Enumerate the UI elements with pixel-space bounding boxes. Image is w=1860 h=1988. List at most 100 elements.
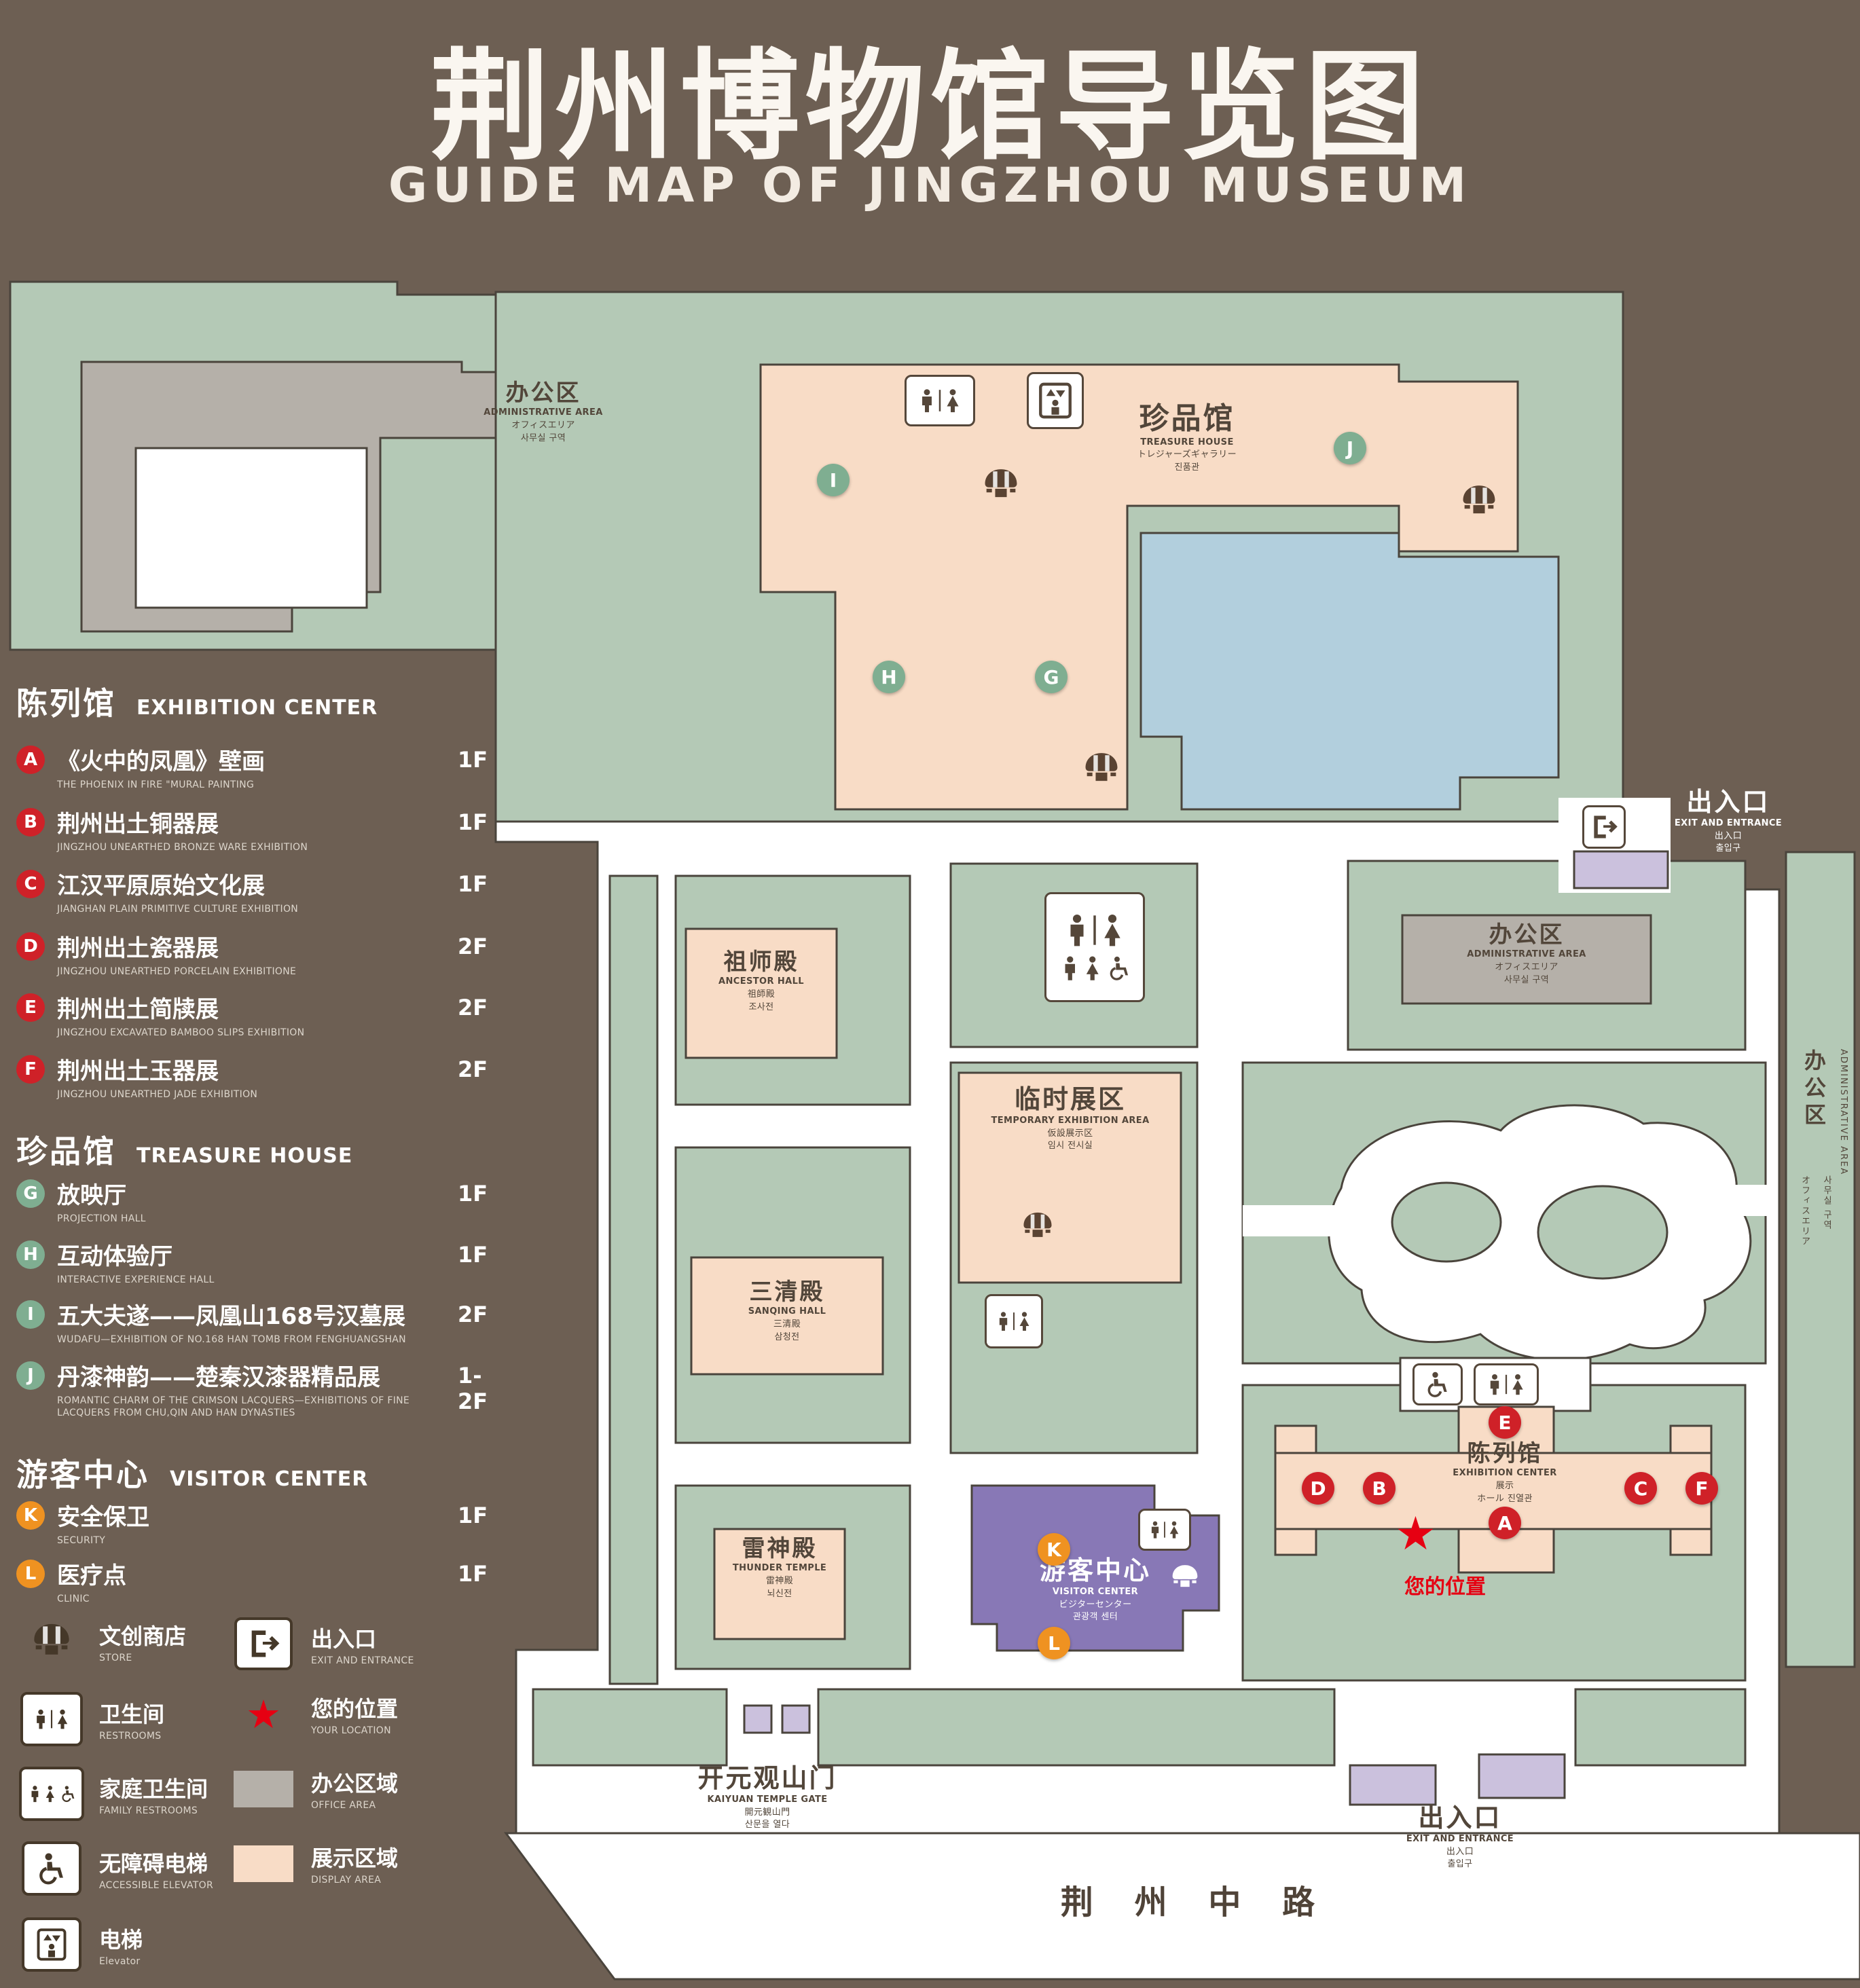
heading-en: VISITOR CENTER <box>170 1467 369 1491</box>
item-zh: 放映厅 <box>57 1182 126 1209</box>
marker-badge-c: C <box>16 870 45 898</box>
legend-item-e: E 荆州出土简牍展 JINGZHOU EXCAVATED BAMBOO SLIP… <box>16 991 492 1039</box>
item-floor: 2F <box>458 1056 488 1082</box>
map-marker-j: J <box>1334 432 1366 464</box>
item-en: JINGZHOU UNEARTHED PORCELAIN EXHIBITIONE <box>57 966 297 977</box>
store-icon <box>19 1617 84 1665</box>
symbol-en: FAMILY RESTROOMS <box>99 1805 198 1816</box>
ancestor-hall-building <box>685 927 838 1059</box>
restroom-icon <box>1138 1509 1191 1551</box>
map-label-visitor-center: 游客中心 VISITOR CENTER ビジターセンター 관광객 센터 <box>1039 1556 1152 1623</box>
legend-item-a: A 《火中的凤凰》壁画 THE PHOENIX IN FIRE "MURAL P… <box>16 743 492 791</box>
sanqing-hall-building <box>690 1256 884 1376</box>
map-label-thunder-temple: 雷神殿 THUNDER TEMPLE 雷神殿 뇌신전 <box>732 1535 827 1599</box>
item-en: WUDAFU—EXHIBITION OF NO.168 HAN TOMB FRO… <box>57 1334 406 1345</box>
map-marker-d: D <box>1302 1472 1334 1505</box>
item-en: ROMANTIC CHARM OF THE CRIMSON LACQUERS—E… <box>57 1395 410 1419</box>
symbol-zh: 出入口 <box>311 1625 377 1652</box>
marker-badge-d: D <box>16 932 45 961</box>
item-en: CLINIC <box>57 1594 90 1604</box>
gate-pillar-2 <box>781 1704 811 1734</box>
map-marker-c: C <box>1624 1472 1657 1505</box>
garden-path-east <box>1728 1185 1768 1216</box>
legend-item-c: C 江汉平原原始文化展 JIANGHAN PLAIN PRIMITIVE CUL… <box>16 867 492 915</box>
store-icon <box>1077 747 1126 790</box>
item-floor: 1F <box>458 747 488 773</box>
temporary-exhibition-building <box>958 1071 1182 1284</box>
map-label-ancestor-hall: 祖师殿 ANCESTOR HALL 祖師殿 조사전 <box>718 949 804 1012</box>
store-icon <box>1016 1207 1059 1245</box>
symbol-zh: 展示区域 <box>311 1845 399 1871</box>
south-lawn-center <box>817 1688 1336 1767</box>
marker-badge-f: F <box>16 1055 45 1084</box>
marker-badge-g: G <box>16 1179 45 1208</box>
store-icon <box>1455 479 1503 523</box>
heading-en: EXHIBITION CENTER <box>136 696 378 720</box>
symbol-zh: 文创商店 <box>99 1623 187 1649</box>
accessible-elevator-icon <box>22 1841 81 1896</box>
legend-item-d: D 荆州出土瓷器展 JINGZHOU UNEARTHED PORCELAIN E… <box>16 929 492 978</box>
nw-courtyard <box>134 447 368 609</box>
map-marker-g: G <box>1035 661 1068 693</box>
legend-symbol-exit: 出入口 EXIT AND ENTRANCE <box>231 1617 414 1670</box>
gate-pillar-1 <box>743 1704 773 1734</box>
page-subtitle: GUIDE MAP OF JINGZHOU MUSEUM <box>388 158 1472 213</box>
symbol-zh: 家庭卫生间 <box>99 1775 208 1802</box>
legend-item-g: G 放映厅 PROJECTION HALL 1F <box>16 1177 492 1225</box>
marker-badge-k: K <box>16 1501 45 1530</box>
family-restroom-icon <box>19 1767 84 1821</box>
symbol-en: YOUR LOCATION <box>311 1725 391 1736</box>
item-floor: 1F <box>458 809 488 835</box>
map-label-admin-nw: 办公区 ADMINISTRATIVE AREA オフィスエリア 사무실 구역 <box>484 380 603 443</box>
item-zh: 互动体验厅 <box>57 1243 172 1270</box>
map-label-exit-ne: 出入口 EXIT AND ENTRANCE 出入口 출입구 <box>1674 787 1783 854</box>
map-marker-a: A <box>1489 1507 1521 1539</box>
item-floor: 1F <box>458 871 488 897</box>
symbol-zh: 卫生间 <box>99 1701 165 1727</box>
item-zh: 医疗点 <box>57 1562 126 1589</box>
restroom-icon <box>905 375 975 426</box>
legend-item-f: F 荆州出土玉器展 JINGZHOU UNEARTHED JADE EXHIBI… <box>16 1052 492 1101</box>
accessible-elevator-icon <box>1412 1363 1463 1405</box>
restroom-icon <box>20 1692 83 1746</box>
item-zh: 安全保卫 <box>57 1504 149 1531</box>
symbol-en: EXIT AND ENTRANCE <box>311 1655 414 1666</box>
restroom-icon <box>985 1294 1043 1348</box>
item-en: SECURITY <box>57 1535 106 1546</box>
symbol-zh: 电梯 <box>99 1926 143 1953</box>
legend-symbol-accessible-elevator: 无障碍电梯 ACCESSIBLE ELEVATOR <box>19 1841 213 1896</box>
item-zh: 江汉平原原始文化展 <box>57 872 265 900</box>
restroom-icon <box>1474 1363 1539 1405</box>
map-label-temporary-exhibition: 临时展区 TEMPORARY EXHIBITION AREA 仮設展示区 임시 … <box>991 1084 1150 1152</box>
item-floor: 1-2F <box>458 1363 488 1414</box>
map-label-admin-far-east: 办公区 ADMINISTRATIVE AREA オフィスエリア 사무실 구역 <box>1800 1049 1849 1247</box>
map-marker-e: E <box>1489 1406 1521 1439</box>
legend-heading-visitor: 游客中心 VISITOR CENTER <box>16 1450 368 1495</box>
symbol-en: DISPLAY AREA <box>311 1875 382 1885</box>
garden-path-west <box>1243 1205 1351 1236</box>
marker-badge-a: A <box>16 746 45 774</box>
legend-symbol-display-area: 展示区域 DISPLAY AREA <box>231 1841 398 1885</box>
office-area-swatch <box>234 1770 293 1807</box>
item-zh: 荆州出土玉器展 <box>57 1058 219 1085</box>
item-floor: 1F <box>458 1503 488 1528</box>
map-marker-b: B <box>1363 1472 1396 1505</box>
item-en: JINGZHOU EXCAVATED BAMBOO SLIPS EXHIBITI… <box>57 1027 305 1038</box>
item-zh: 五大夫遂——凤凰山168号汉墓展 <box>57 1303 405 1330</box>
marker-badge-j: J <box>16 1361 45 1390</box>
item-zh: 荆州出土简牍展 <box>57 996 219 1023</box>
road-band <box>504 1832 1860 1981</box>
ne-entrance-building <box>1573 850 1669 889</box>
legend-item-i: I 五大夫遂——凤凰山168号汉墓展 WUDAFU—EXHIBITION OF … <box>16 1297 492 1346</box>
item-floor: 1F <box>458 1561 488 1587</box>
item-en: JIANGHAN PLAIN PRIMITIVE CULTURE EXHIBIT… <box>57 904 299 915</box>
legend-symbol-family-restrooms: 家庭卫生间 FAMILY RESTROOMS <box>19 1767 208 1821</box>
symbol-en: RESTROOMS <box>99 1730 162 1742</box>
item-zh: 丹漆神韵——楚秦汉漆器精品展 <box>57 1364 380 1391</box>
symbol-en: Elevator <box>99 1955 141 1967</box>
item-floor: 2F <box>458 1302 488 1327</box>
legend-symbol-office-area: 办公区域 OFFICE AREA <box>231 1767 398 1811</box>
map-label-admin-east: 办公区 ADMINISTRATIVE AREA オフィスエリア 사무실 구역 <box>1467 921 1586 985</box>
elevator-icon <box>1027 372 1084 429</box>
